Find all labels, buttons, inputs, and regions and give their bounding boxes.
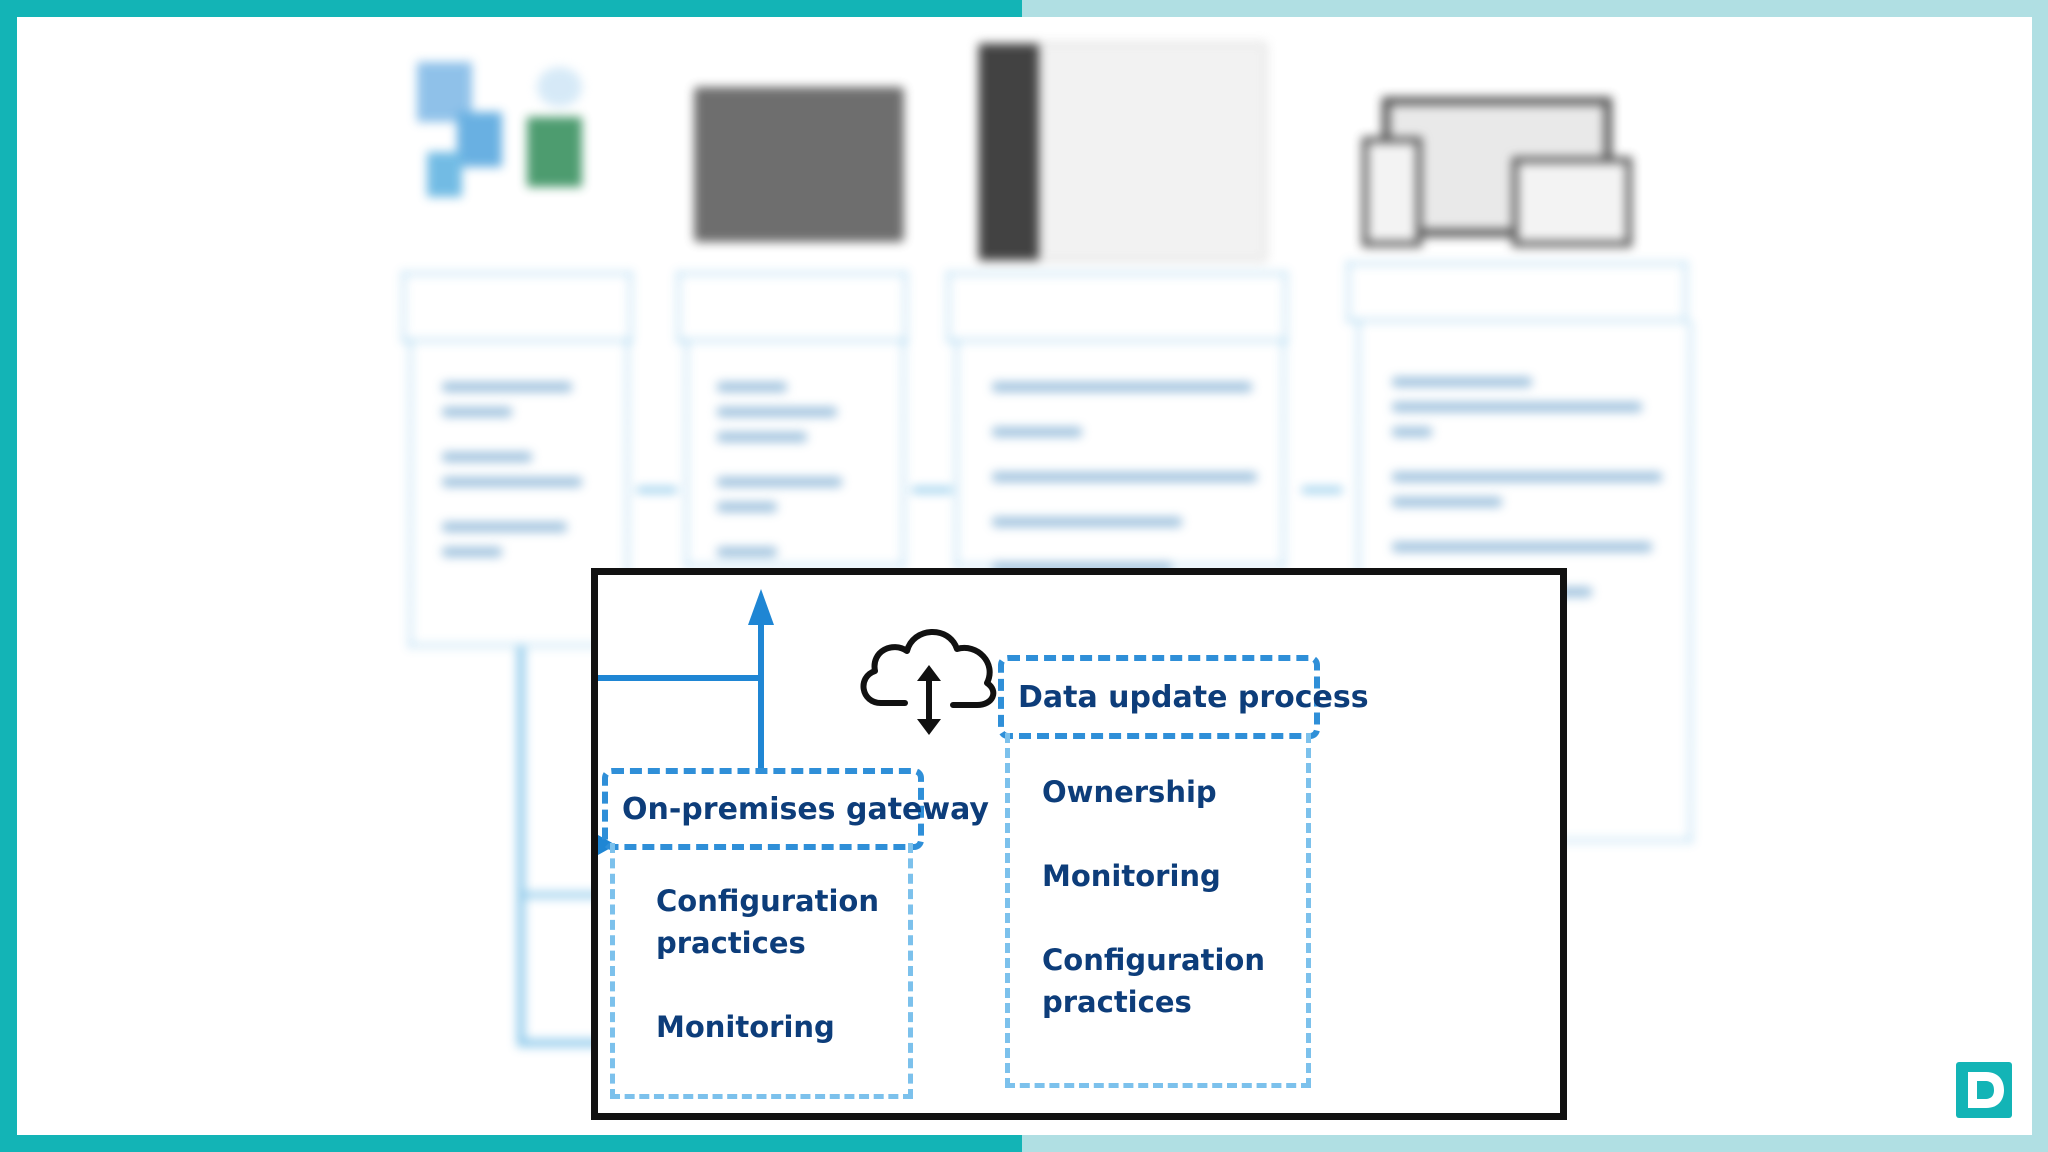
gateway-item-monitoring: Monitoring [656,1006,835,1048]
service-window-icon [977,42,1267,262]
frame-right [2032,0,2048,1152]
gateway-window-icon [694,87,904,242]
d-logo-icon [1956,1062,2012,1118]
data-sources-icon [417,52,597,202]
bg-col3-head [947,272,1287,342]
data-update-item-ownership: Ownership [1042,771,1217,813]
frame-bottom-left [0,1135,1022,1152]
gateway-title: On-premises gateway [622,789,989,831]
cloud-sync-icon [853,615,1003,735]
gateway-item-configuration: Configuration practices [656,880,866,964]
focus-panel: On-premises gateway Configuration practi… [591,568,1567,1120]
frame-left [0,0,17,1152]
bg-col1-head [402,272,632,342]
data-update-item-monitoring: Monitoring [1042,855,1221,897]
frame-top-right [1022,0,2048,17]
diagram-canvas: On-premises gateway Configuration practi… [17,17,2032,1135]
bg-col3-body [955,342,1285,567]
bg-col4-head [1347,262,1687,322]
devices-icon [1362,97,1642,247]
frame-top-left [0,0,1022,17]
frame-bottom-right [1022,1135,2048,1152]
bg-col2-head [677,272,907,342]
data-update-item-configuration: Configuration practices [1042,939,1252,1023]
data-update-title: Data update process [1018,677,1369,719]
bg-col2-body [685,342,905,567]
